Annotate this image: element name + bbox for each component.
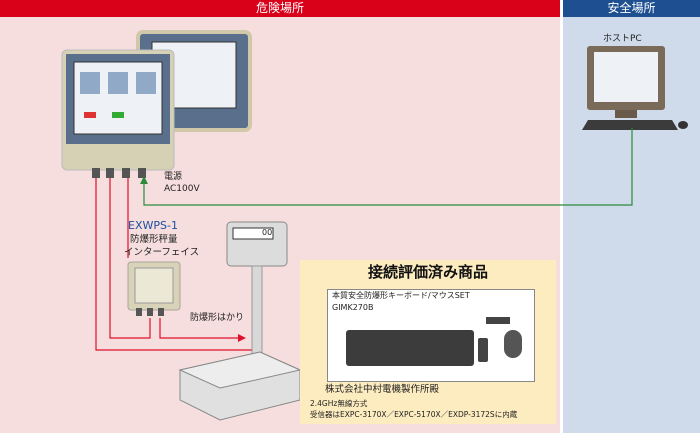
receiver-note: 受信器はEXPC-3170X／EXPC-5170X／EXDP-3172Sに内蔵 [310,410,518,419]
keyboard-mouse-set: 本質安全防爆形キーボード/マウスSET GIMK270B [327,289,535,382]
power-label: 電源 [164,172,183,182]
exwps-interface-box [127,261,181,316]
products-title: 接続評価済み商品 [367,263,488,281]
scale-label: 防爆形はかり [190,313,245,323]
platform-scale [178,221,302,421]
kit-model: GIMK270B [332,303,374,312]
usb-dongle-image [486,317,510,324]
mouse-image [504,330,522,358]
interface-name-1: 防爆形秤量 [130,234,178,245]
scale-display: 00 [262,228,273,237]
evaluated-products-panel: 接続評価済み商品 本質安全防爆形キーボード/マウスSET GIMK270B 株式… [300,260,556,424]
interface-model: EXWPS-1 [128,219,178,232]
panel-pc-front [61,49,175,178]
keyboard-image [346,330,474,366]
hazardous-area-header: 危険場所 [0,0,560,17]
safe-area-header: 安全場所 [563,0,700,17]
host-pc-label: ホストPC [603,34,642,44]
receiver-image [478,338,488,362]
interface-name-2: インターフェイス [124,247,200,258]
host-pc [582,46,688,130]
maker: 株式会社中村電機製作所殿 [325,384,440,395]
power-voltage: AC100V [164,184,200,194]
kit-name: 本質安全防爆形キーボード/マウスSET [332,291,470,300]
wireless-method: 2.4GHz無線方式 [310,399,368,408]
